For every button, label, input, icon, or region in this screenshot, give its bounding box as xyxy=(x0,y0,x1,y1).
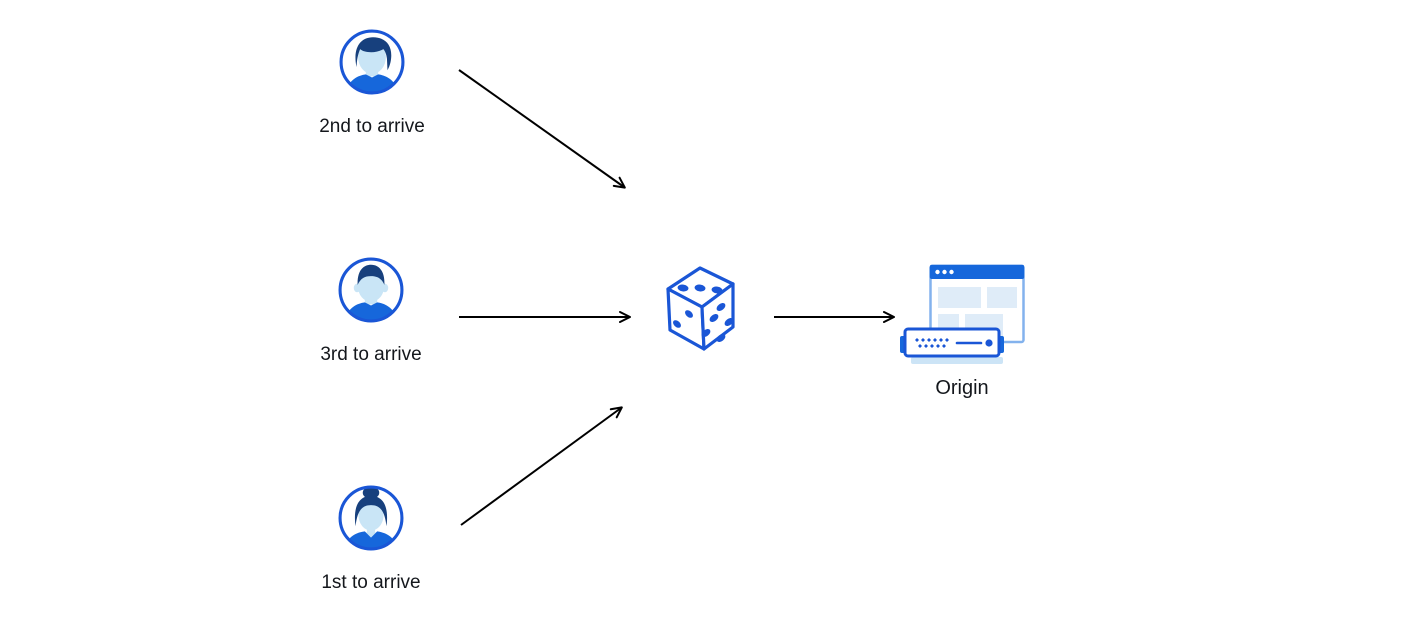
origin-label: Origin xyxy=(935,377,989,399)
arrow-client1-to-dice xyxy=(460,406,623,526)
origin-server-icon xyxy=(900,264,1025,364)
client-label: 1st to arrive xyxy=(321,572,421,593)
client-node-1st: 1st to arrive xyxy=(291,485,451,594)
client-node-2nd: 2nd to arrive xyxy=(292,29,452,138)
client-label: 2nd to arrive xyxy=(319,116,425,137)
user-avatar-icon xyxy=(338,485,404,551)
origin-node: Origin xyxy=(897,262,1027,400)
dice-icon xyxy=(666,266,735,351)
client-node-3rd: 3rd to arrive xyxy=(291,257,451,366)
user-avatar-icon xyxy=(339,29,405,95)
user-avatar-icon xyxy=(338,257,404,323)
random-selector-node xyxy=(664,261,740,353)
arrow-client2-to-dice xyxy=(458,69,626,189)
client-label: 3rd to arrive xyxy=(320,344,422,365)
